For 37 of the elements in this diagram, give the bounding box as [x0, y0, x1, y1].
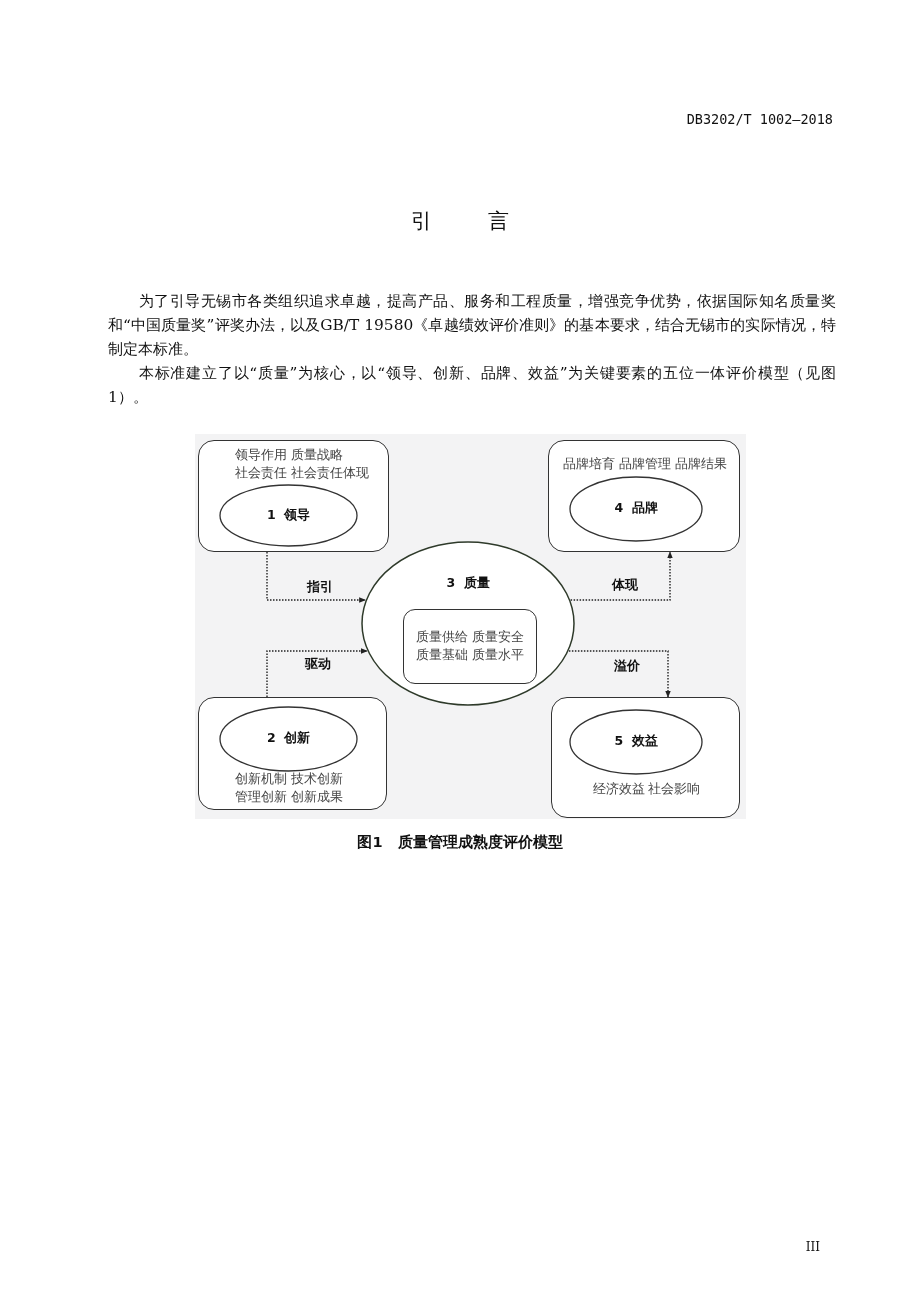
arrow [568, 650, 671, 698]
paragraph: 本标准建立了以“质量”为核心，以“领导、创新、品牌、效益”为关键要素的五位一体评价模型（见图1）。 [108, 363, 836, 408]
edge-label: 驱动 [304, 656, 332, 673]
edge-label: 溢价 [613, 658, 641, 675]
card-box [548, 440, 740, 552]
document-code: DB3202/T 1002—2018 [685, 111, 833, 127]
edge-label: 体现 [611, 577, 639, 594]
ellipse-label: 1 领导 [265, 506, 312, 524]
item-list: 社会责任 社会责任体现 [235, 464, 383, 482]
card-box [198, 697, 387, 810]
item-list: 创新机制 技术创新 [235, 770, 365, 788]
ellipse-label: 5 效益 [613, 733, 659, 750]
card-box [551, 697, 740, 818]
paragraph: 为了引导无锡市各类组织追求卓越，提高产品、服务和工程质量，增强竞争优势，依据国际知名质量奖和“中国质量奖”评奖办法，以及GB/T 19580《卓越绩效评价准则》的基本要求，结合无锡市的实际情况，特制定本标准。 [108, 291, 836, 360]
item-list: 经济效益 社会影响 [558, 780, 735, 798]
heading: 引言 [410, 208, 566, 235]
card-box [198, 440, 389, 552]
arrow [569, 551, 673, 601]
ellipse [569, 476, 703, 542]
page-number: III [804, 1240, 820, 1254]
item-list: 管理创新 创新成果 [235, 788, 365, 806]
item-list: 质量基础 质量水平 [408, 646, 532, 664]
ellipse [219, 484, 358, 547]
ellipse-label: 2 创新 [265, 730, 312, 747]
edge-label: 指引 [305, 579, 334, 596]
arrow [266, 551, 367, 603]
ellipse [569, 709, 703, 775]
arrow [266, 648, 368, 698]
large-ellipse [361, 541, 575, 706]
item-list: 质量供给 质量安全 [408, 628, 532, 646]
ellipse [219, 706, 358, 772]
rounded-box [403, 609, 537, 684]
item-list: 品牌培育 品牌管理 品牌结果 [555, 455, 735, 473]
item-list: 领导作用 质量战略 [235, 446, 383, 464]
ellipse-label: 3 质量 [445, 575, 491, 592]
ellipse-label: 4 品牌 [613, 500, 659, 517]
figure-caption: 图1 质量管理成熟度评价模型 [356, 833, 564, 852]
